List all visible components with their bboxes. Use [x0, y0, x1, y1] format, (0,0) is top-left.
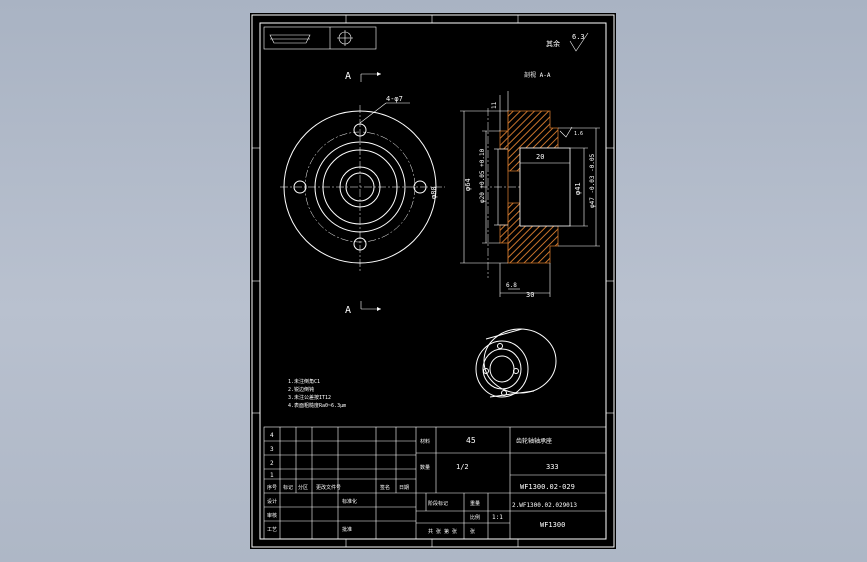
- roughness-value: 6.3: [572, 33, 585, 41]
- roughness-label: 其余: [546, 39, 560, 48]
- tb-design-label: 设计: [267, 498, 277, 505]
- cad-drawing: 其余 6.3 A A 4-φ7 φ80 剖视 A-A: [251, 14, 615, 548]
- datum-box: [263, 26, 377, 50]
- tb-row-3: 3: [270, 446, 274, 453]
- tb-material: 45: [466, 436, 476, 445]
- tb-row-1: 1: [270, 472, 274, 479]
- roughness-symbol: 其余 6.3: [546, 32, 589, 52]
- tb-sheet-label: 共 张 第 张: [428, 528, 457, 535]
- bolt-hole-left: [293, 180, 307, 194]
- hole-spec-label: 4-φ7: [386, 95, 403, 103]
- zone-ticks: [252, 15, 614, 547]
- section-view: 剖视 A-A: [460, 71, 600, 299]
- dim-w30: 30: [526, 291, 534, 299]
- bolt-hole-right: [413, 180, 427, 194]
- tb-project: WF1300: [540, 521, 565, 529]
- tech-note-2: 2.锐边倒钝: [288, 386, 314, 393]
- tb-ratio: 1/2: [456, 463, 469, 471]
- tech-note-4: 4.表面粗糙度Ra0~6.3μm: [288, 402, 346, 409]
- dim-d64: φ64: [464, 178, 472, 191]
- tb-seq-label: 序号: [267, 484, 277, 491]
- dim-w20: 20: [536, 153, 544, 161]
- tb-scale-label: 比例: [470, 514, 480, 521]
- tb-stage-label: 阶段标记: [428, 500, 448, 507]
- tb-scale: 1:1: [492, 514, 503, 521]
- bolt-hole-top: [353, 123, 367, 137]
- tb-doc-label: 更改文件号: [316, 484, 341, 491]
- isometric-view: [475, 328, 557, 398]
- tb-drawing-no: 2.WF1300.02.029013: [512, 502, 577, 509]
- tb-zone-label: 分区: [298, 484, 308, 491]
- tb-check-label: 审核: [267, 512, 277, 519]
- dim-d80: φ80: [430, 186, 438, 199]
- tb-row-2: 2: [270, 460, 274, 467]
- section-marker-top: A: [345, 71, 351, 82]
- dim-d41: φ41: [574, 182, 582, 195]
- outer-frame: [251, 14, 615, 548]
- tb-part-no: WF1300.02-029: [520, 483, 575, 491]
- tech-note-3: 3.未注公差按IT12: [288, 394, 331, 401]
- tb-count: 333: [546, 463, 559, 471]
- dim-d20: φ20 +0.05 +0.10: [479, 148, 486, 203]
- dim-t11: 11: [491, 101, 498, 109]
- flange-outer-circle: [283, 110, 437, 264]
- tb-approve-label: 批准: [342, 526, 352, 533]
- tb-sheets-label: 张: [470, 528, 475, 535]
- bolt-hole-bottom: [353, 237, 367, 251]
- tech-note-1: 1.未注倒角C1: [288, 378, 320, 385]
- title-block: 4 3 2 1 序号 标记 分区 更改文件号 签名 日期 设计 标准化 审核 工…: [263, 426, 607, 540]
- drawing-sheet: 其余 6.3 A A 4-φ7 φ80 剖视 A-A: [250, 13, 616, 549]
- front-view: A A 4-φ7 φ80: [280, 71, 445, 316]
- tb-mark-label: 标记: [283, 484, 293, 491]
- dim-w6: 6.8: [506, 282, 517, 289]
- section-marker-bottom: A: [345, 305, 351, 316]
- tb-weight-label: 重量: [470, 500, 480, 507]
- tb-date-label: 日期: [399, 485, 409, 491]
- tb-process-label: 工艺: [267, 527, 277, 533]
- roughness-small: 1.6: [574, 131, 583, 137]
- tb-std-label: 标准化: [342, 498, 357, 505]
- tb-row-4: 4: [270, 432, 274, 439]
- dim-d47: φ47 -0.03 -0.05: [589, 153, 596, 208]
- tb-part-name: 齿轮轴轴承座: [516, 437, 552, 445]
- tb-sign-label: 签名: [380, 484, 390, 491]
- technical-notes: 1.未注倒角C1 2.锐边倒钝 3.未注公差按IT12 4.表面粗糙度Ra0~6…: [288, 378, 346, 409]
- section-label: 剖视 A-A: [524, 71, 551, 79]
- tb-quantity-label: 数量: [420, 464, 430, 471]
- tb-material-label: 材料: [420, 438, 430, 445]
